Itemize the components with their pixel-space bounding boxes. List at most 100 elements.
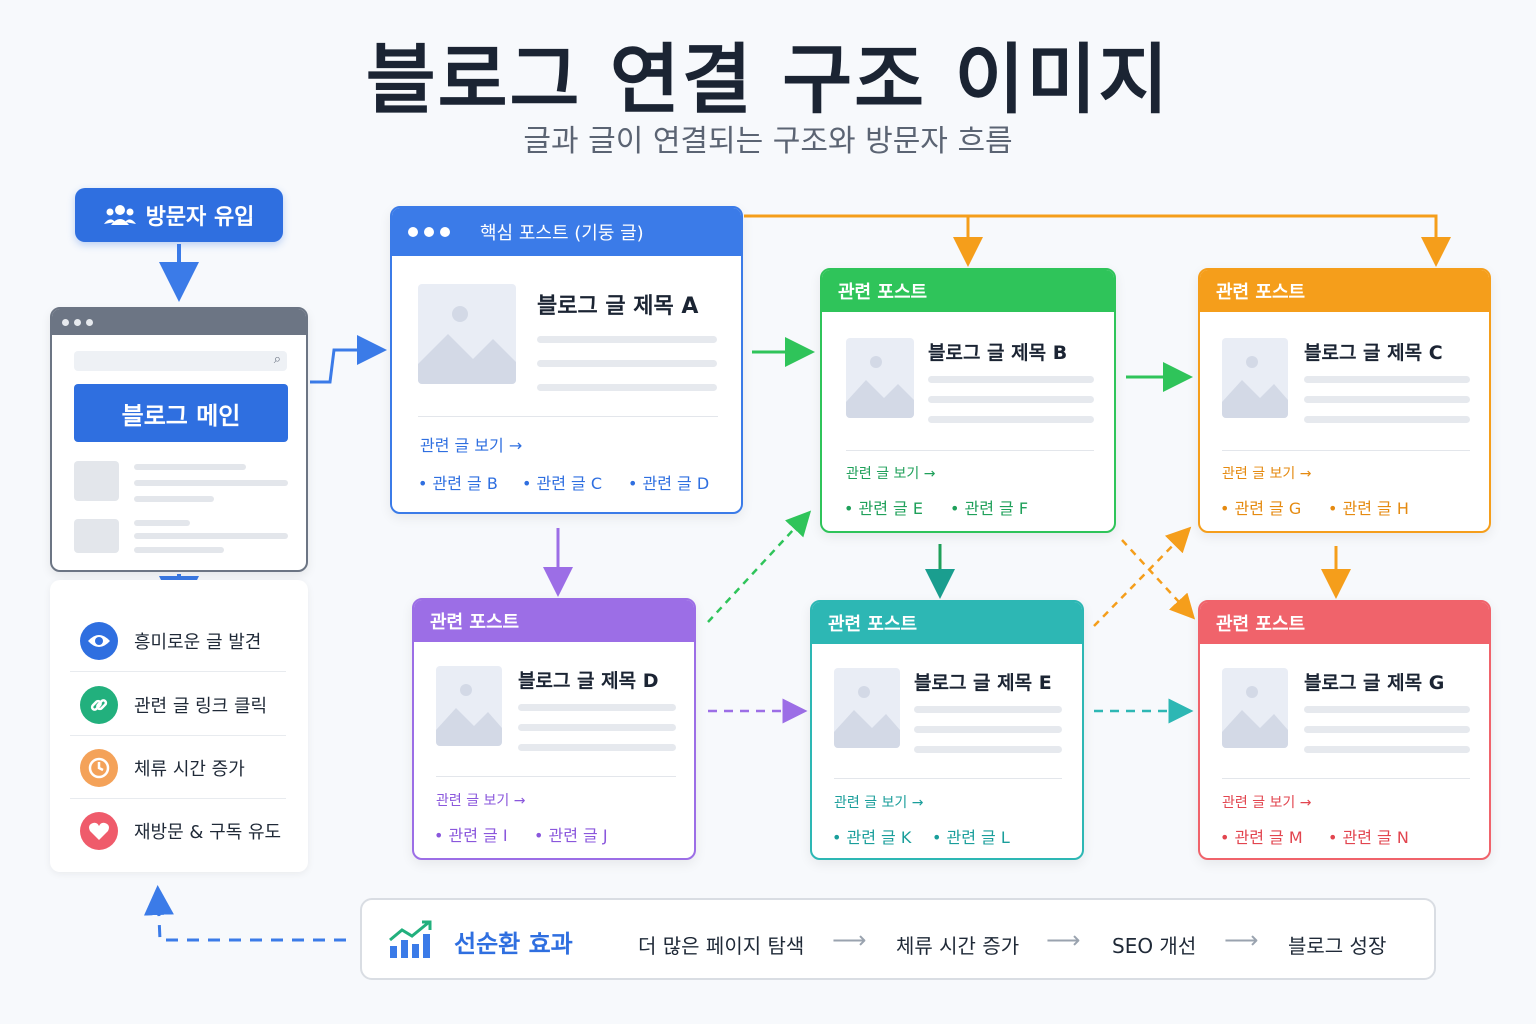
image-placeholder-icon (834, 668, 900, 748)
card-title: 블로그 글 제목 E (914, 672, 1052, 694)
cycle-step: 체류 시간 증가 (896, 934, 1020, 958)
page-title: 블로그 연결 구조 이미지 (365, 35, 1171, 124)
arrow-d-b-dashed (707, 510, 812, 623)
text-line (1304, 396, 1470, 403)
blog-main-button[interactable]: 블로그 메인 (74, 384, 288, 442)
cycle-step: 더 많은 페이지 탐색 (638, 934, 805, 958)
view-related-link[interactable]: 관련 글 보기 → (1222, 795, 1312, 811)
divider (846, 450, 1094, 451)
image-placeholder-icon (846, 338, 914, 418)
text-line (134, 496, 214, 502)
text-line (134, 520, 190, 526)
page-subtitle: 글과 글이 연결되는 구조와 방문자 흐름 (523, 124, 1013, 159)
card-header: 관련 포스트 (414, 600, 694, 642)
related-link[interactable]: • 관련 글 K (832, 828, 912, 847)
divider (418, 416, 718, 417)
text-line (1304, 706, 1470, 713)
text-line (537, 384, 717, 391)
text-line (928, 396, 1094, 403)
text-line (134, 547, 224, 553)
pillar-post-card[interactable]: 핵심 포스트 (기둥 글) 블로그 글 제목 A 관련 글 보기 → • 관련 … (390, 206, 743, 514)
text-line (134, 464, 246, 470)
text-line (928, 416, 1094, 423)
post-thumbnail (74, 519, 119, 553)
post-thumbnail (74, 461, 119, 501)
cycle-step: 블로그 성장 (1288, 934, 1387, 958)
related-post-card-e[interactable]: 관련 포스트 블로그 글 제목 E 관련 글 보기 → • 관련 글 K • 관… (810, 600, 1084, 860)
text-line (134, 533, 288, 539)
image-placeholder-icon (1222, 338, 1288, 418)
card-title: 블로그 글 제목 G (1304, 672, 1445, 694)
card-header-label: 핵심 포스트 (기둥 글) (480, 223, 644, 244)
users-icon (103, 205, 136, 225)
cycle-arrow: ⟶ (832, 926, 867, 954)
text-line (134, 480, 288, 486)
related-link[interactable]: • 관련 글 I (434, 826, 508, 845)
card-header: 관련 포스트 (1200, 270, 1489, 312)
view-related-link[interactable]: 관련 글 보기 → (834, 795, 924, 811)
arrow-c-g-dashed (1121, 539, 1196, 620)
growth-chart-icon (389, 920, 432, 958)
related-link[interactable]: • 관련 글 E (844, 499, 923, 518)
text-line (537, 360, 717, 367)
related-post-card-d[interactable]: 관련 포스트 블로그 글 제목 D 관련 글 보기 → • 관련 글 I • 관… (412, 598, 696, 860)
cycle-step: SEO 개선 (1112, 934, 1197, 958)
text-line (914, 746, 1062, 753)
benefit-label: 흥미로운 글 발견 (134, 631, 262, 653)
related-link[interactable]: • 관련 글 G (1220, 499, 1302, 518)
benefit-item: 흥미로운 글 발견 (70, 610, 286, 672)
text-line (537, 336, 717, 343)
view-related-link[interactable]: 관련 글 보기 → (436, 793, 526, 809)
text-line (928, 376, 1094, 383)
text-line (914, 706, 1062, 713)
benefit-item: 관련 글 링크 클릭 (70, 674, 286, 736)
related-link[interactable]: • 관련 글 N (1328, 828, 1409, 847)
card-header: 핵심 포스트 (기둥 글) (392, 208, 741, 256)
view-related-link[interactable]: 관련 글 보기 → (1222, 466, 1312, 482)
card-header: 관련 포스트 (1200, 602, 1489, 644)
visitor-entry-label: 방문자 유입 (145, 205, 255, 230)
card-title: 블로그 글 제목 C (1304, 342, 1443, 364)
benefit-label: 체류 시간 증가 (134, 758, 245, 780)
related-link[interactable]: • 관련 글 F (950, 499, 1029, 518)
visitor-entry-button[interactable]: 방문자 유입 (75, 188, 283, 242)
text-line (1304, 376, 1470, 383)
text-line (518, 724, 676, 731)
text-line (1304, 416, 1470, 423)
text-line (518, 704, 676, 711)
arrow-loop-back (143, 885, 346, 942)
search-icon: ⌕ (273, 352, 281, 367)
view-related-link[interactable]: 관련 글 보기 → (420, 436, 523, 455)
related-post-card-g[interactable]: 관련 포스트 블로그 글 제목 G 관련 글 보기 → • 관련 글 M • 관… (1198, 600, 1491, 860)
benefit-label: 재방문 & 구독 유도 (134, 822, 282, 843)
virtuous-cycle-banner: 선순환 효과 더 많은 페이지 탐색 ⟶ 체류 시간 증가 ⟶ SEO 개선 ⟶… (360, 898, 1436, 980)
window-titlebar (52, 309, 306, 335)
heart-icon (80, 812, 118, 850)
benefit-item: 체류 시간 증가 (70, 737, 286, 799)
related-link[interactable]: • 관련 글 J (534, 826, 608, 845)
arrow-main-a (310, 335, 387, 384)
cycle-arrow: ⟶ (1046, 926, 1081, 954)
link-icon (80, 685, 118, 724)
related-link[interactable]: • 관련 글 C (522, 474, 603, 493)
divider (436, 776, 676, 777)
related-link[interactable]: • 관련 글 M (1220, 828, 1303, 847)
image-placeholder-icon (436, 666, 502, 746)
search-input[interactable]: ⌕ (74, 351, 287, 371)
related-link[interactable]: • 관련 글 D (628, 474, 710, 493)
card-header: 관련 포스트 (812, 602, 1082, 644)
blog-main-window: ⌕ 블로그 메인 (50, 307, 308, 572)
card-title: 블로그 글 제목 B (928, 342, 1068, 364)
divider (1222, 778, 1470, 779)
related-post-card-b[interactable]: 관련 포스트 블로그 글 제목 B 관련 글 보기 → • 관련 글 E • 관… (820, 268, 1116, 533)
related-link[interactable]: • 관련 글 H (1328, 499, 1409, 518)
related-link[interactable]: • 관련 글 B (418, 474, 498, 493)
related-link[interactable]: • 관련 글 L (932, 828, 1010, 847)
benefit-item: 재방문 & 구독 유도 (70, 800, 286, 862)
related-post-card-c[interactable]: 관련 포스트 블로그 글 제목 C 관련 글 보기 → • 관련 글 G • 관… (1198, 268, 1491, 533)
card-title: 블로그 글 제목 A (537, 294, 699, 319)
view-related-link[interactable]: 관련 글 보기 → (846, 466, 936, 482)
cycle-title: 선순환 효과 (454, 930, 573, 958)
text-line (914, 726, 1062, 733)
arrow-a-top-bc (744, 214, 1451, 267)
